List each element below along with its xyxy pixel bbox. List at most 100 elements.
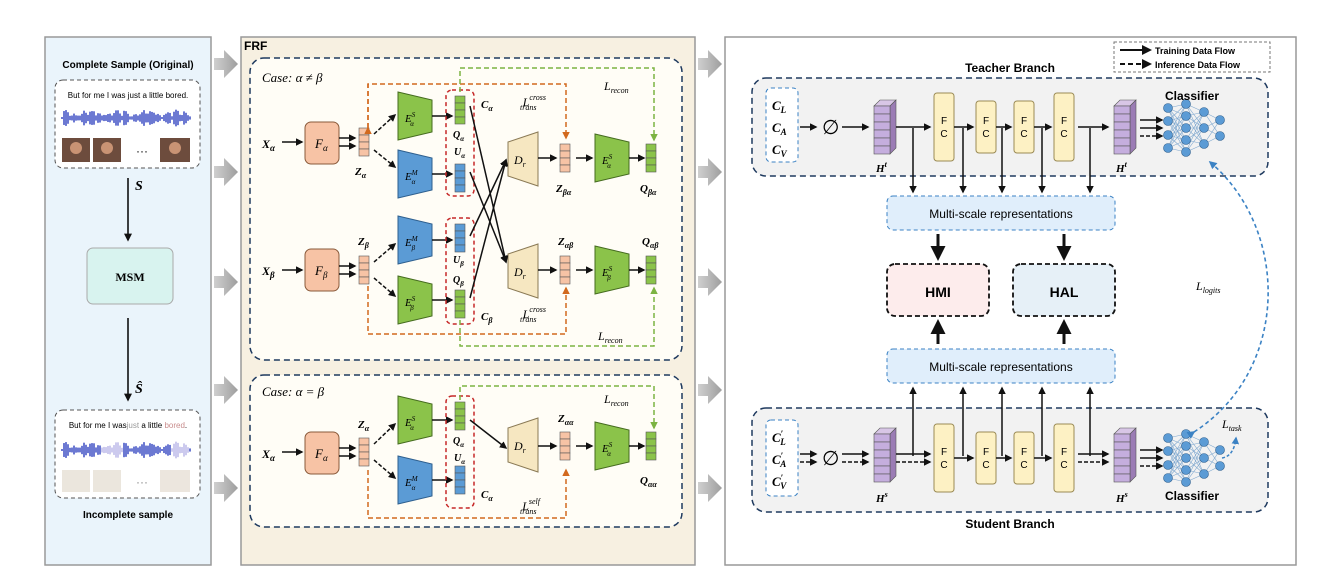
fc-layer — [975, 100, 997, 154]
left-panel: Complete Sample (Original) But for me I … — [44, 36, 212, 566]
svg-text:Ht: Ht — [875, 160, 888, 175]
z-alpha-vector — [358, 127, 370, 157]
hmi-box — [886, 263, 990, 317]
svg-text:Lrecon: Lrecon — [603, 79, 629, 95]
q-alpha-vector-case2 — [454, 401, 466, 431]
svg-text:Cα: Cα — [481, 99, 493, 113]
svg-text:Llogits: Llogits — [1195, 279, 1220, 295]
svg-text:Dr: Dr — [513, 153, 527, 169]
student-classifier-network — [1163, 429, 1225, 487]
decoder-bottom — [507, 243, 539, 299]
multi-scale-top — [886, 195, 1116, 231]
student-branch-title: Student Branch — [965, 517, 1054, 531]
legend: Training Data Flow Inference Data Flow — [1113, 41, 1271, 73]
encoder-s-alpha-2 — [594, 133, 630, 183]
svg-text:Lrecon: Lrecon — [597, 329, 623, 345]
encoder-s-alpha-case2 — [397, 395, 433, 445]
svg-text:Zβ: Zβ — [357, 236, 370, 250]
svg-text:Ht: Ht — [1115, 160, 1128, 175]
encoder-m-beta — [397, 215, 433, 265]
q-alpha-vector — [454, 95, 466, 125]
svg-text:Zαβ: Zαβ — [557, 236, 574, 250]
hal-box — [1012, 263, 1116, 317]
s-label: S — [135, 179, 143, 194]
svg-text:Uα: Uα — [454, 453, 465, 466]
svg-text:Zβα: Zβα — [555, 183, 572, 197]
empty-set-icon-teacher: ∅ — [822, 117, 839, 139]
incomplete-frames-ellipsis: ··· — [136, 475, 148, 489]
svg-text:Multi-scale representations: Multi-scale representations — [929, 360, 1072, 374]
fc-letter-c: C — [1020, 460, 1027, 471]
complete-waveform — [61, 109, 191, 127]
fc-layer — [1053, 92, 1075, 162]
logits-loss-arc — [1186, 160, 1269, 439]
msm-label: MSM — [115, 270, 144, 284]
fc-letter-c: C — [1060, 460, 1067, 471]
svg-text:C′V: C′V — [772, 473, 787, 491]
svg-text:EMβ: EMβ — [404, 235, 419, 252]
svg-text:HAL: HAL — [1050, 284, 1079, 300]
svg-text:ESα: ESα — [404, 111, 416, 128]
svg-text:Qα: Qα — [453, 436, 464, 449]
teacher-branch-title: Teacher Branch — [965, 61, 1055, 75]
incomplete-video-frames — [62, 470, 190, 492]
u-beta-vector — [454, 223, 466, 253]
z-alpha-vector-case2 — [358, 437, 370, 467]
case2-label: Case: α = β — [262, 384, 325, 399]
svg-text:Zα: Zα — [354, 166, 367, 180]
fc-layer — [975, 431, 997, 485]
encoder-m-alpha-case2 — [397, 455, 433, 505]
fc-layer — [933, 423, 955, 493]
svg-text:Fβ: Fβ — [314, 263, 328, 280]
encoder-s-alpha-case2-2 — [594, 421, 630, 471]
svg-text:ESα: ESα — [601, 153, 613, 170]
svg-text:CV: CV — [772, 142, 788, 159]
fc-layer — [933, 92, 955, 162]
svg-text:Qαα: Qαα — [640, 475, 657, 489]
fc-letter-f: F — [983, 116, 989, 127]
encoder-s-alpha — [397, 91, 433, 141]
svg-text:Qβα: Qβα — [640, 183, 657, 197]
fc-letter-f: F — [1061, 447, 1067, 458]
z-beta-vector — [358, 255, 370, 285]
svg-text:Zα: Zα — [357, 419, 370, 433]
teacher-classifier-network — [1163, 99, 1225, 157]
complete-sample-title: Complete Sample (Original) — [62, 60, 193, 71]
complete-sample-text: But for me I was just a little bored. — [68, 91, 189, 100]
u-alpha-vector — [454, 163, 466, 193]
encoder-m-alpha — [397, 149, 433, 199]
frf-title: FRF — [244, 39, 267, 53]
fc-letter-f: F — [1021, 447, 1027, 458]
fc-letter-f: F — [1061, 116, 1067, 127]
incomplete-sample-text: But for me I wasjust a little bored. — [69, 421, 187, 430]
f-alpha-box — [304, 121, 340, 165]
svg-text:ESβ: ESβ — [404, 295, 416, 312]
student-to-multiscale-arrows — [909, 386, 1094, 456]
middle-section: Multi-scale representations Multi-scale … — [886, 128, 1269, 456]
case2-box — [249, 374, 683, 528]
z-alpha-beta-vector — [559, 255, 571, 285]
fc-layer — [1053, 423, 1075, 493]
legend-training: Training Data Flow — [1155, 46, 1236, 56]
msm-box — [86, 247, 174, 305]
svg-text:EMα: EMα — [404, 169, 419, 186]
svg-text:Xα: Xα — [261, 447, 276, 463]
svg-text:Zαα: Zαα — [557, 413, 574, 427]
svg-text:Qαβ: Qαβ — [642, 236, 659, 250]
svg-text:Cα: Cα — [481, 489, 493, 503]
svg-text:Uβ: Uβ — [453, 255, 464, 268]
z-beta-alpha-vector — [559, 143, 571, 173]
fc-letter-c: C — [1060, 129, 1067, 140]
decoder-top — [507, 131, 539, 187]
fc-letter-f: F — [1021, 116, 1027, 127]
loss-loops-case1 — [364, 67, 658, 347]
q-beta-alpha-vector — [645, 143, 657, 173]
